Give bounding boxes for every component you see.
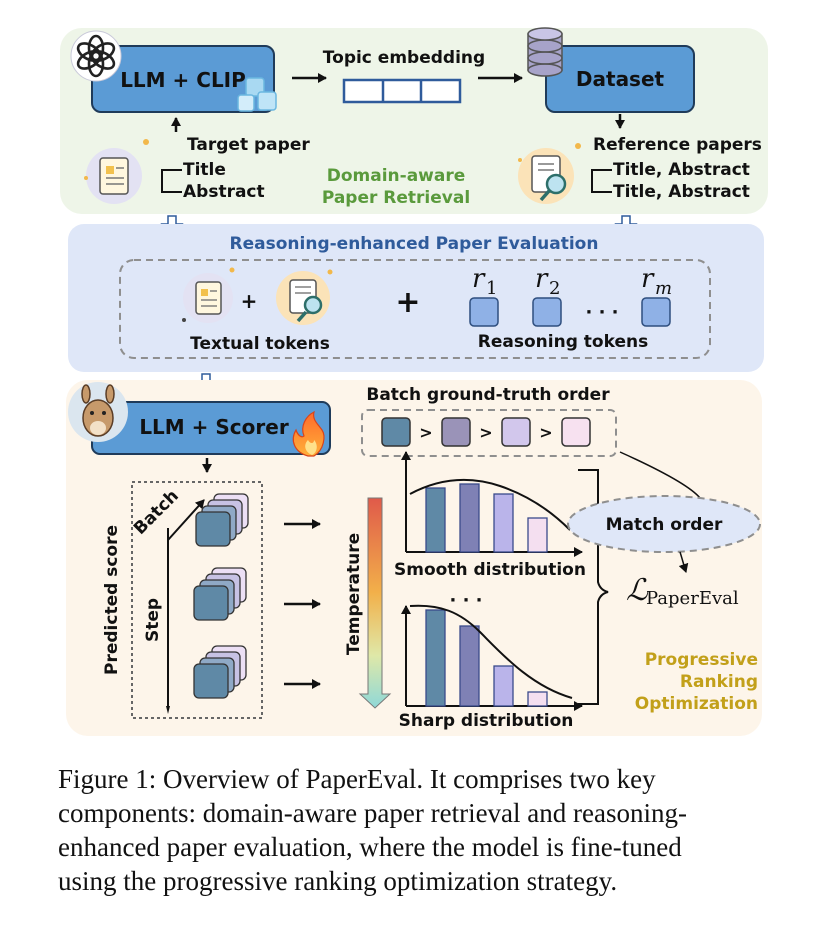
- arrow-match-to-loss: [678, 551, 689, 573]
- reasoning-token-1: [469, 297, 499, 327]
- caption-line-4: using the progressive ranking optimizati…: [58, 866, 618, 896]
- order-square-1: [381, 417, 411, 447]
- target-field-title: Title: [183, 160, 226, 180]
- llama-icon: [68, 382, 128, 442]
- ranking-module-title-line2: Ranking: [680, 672, 758, 692]
- database-icon: [527, 27, 563, 77]
- score-card: [193, 663, 229, 699]
- token-r1-subscript: 1: [486, 278, 497, 299]
- tokens-plus: +: [395, 285, 420, 320]
- evaluation-title: Reasoning-enhanced Paper Evaluation: [230, 234, 599, 254]
- dataset-label: Dataset: [576, 67, 665, 91]
- retrieval-module-title-line2: Paper Retrieval: [322, 188, 470, 208]
- tokens-ellipsis: · · ·: [585, 302, 618, 323]
- order-square-3: [501, 417, 531, 447]
- evaluation-token-frame: [119, 259, 711, 359]
- dist-bar-4: [527, 691, 548, 707]
- order-title: Batch ground-truth order: [366, 385, 610, 405]
- target-fields-bracket: [161, 169, 182, 193]
- retrieval-module-title-line1: Domain-aware: [327, 166, 466, 186]
- openai-logo-icon: [70, 30, 122, 82]
- target-field-abstract: Abstract: [183, 182, 265, 202]
- ranking-module-title-line1: Progressive: [645, 650, 758, 670]
- temperature-gradient-arrow: [358, 497, 392, 709]
- step-axis-arrowhead: [166, 706, 170, 714]
- dist-bar-3: [493, 493, 514, 553]
- sharp-distribution-label: Sharp distribution: [399, 711, 574, 731]
- match-order-ellipse: [567, 495, 761, 553]
- dist-curve: [409, 478, 571, 531]
- reference-field-1: Title, Abstract: [613, 160, 750, 180]
- dist-bar-1: [425, 487, 446, 553]
- topic-embedding-label: Topic embedding: [323, 48, 485, 68]
- dist-bar-1: [425, 609, 446, 707]
- target-document-icon-small: [182, 267, 235, 323]
- smooth-distribution-label: Smooth distribution: [394, 560, 586, 580]
- llm-scorer-label: LLM + Scorer: [139, 415, 289, 439]
- target-paper-label: Target paper: [187, 135, 310, 155]
- dist-bar-2: [459, 625, 480, 707]
- step-label: Step: [143, 598, 163, 642]
- score-card: [195, 511, 231, 547]
- reference-papers-label: Reference papers: [593, 135, 762, 155]
- match-order-label: Match order: [606, 515, 723, 535]
- order-square-4: [561, 417, 591, 447]
- dist-bar-2: [459, 483, 480, 553]
- distribution-ellipsis: · · ·: [449, 590, 482, 611]
- predicted-score-frame: [131, 481, 263, 719]
- order-separator: >: [419, 423, 432, 442]
- ranking-module-title-line3: Optimization: [635, 694, 758, 714]
- token-r1-symbol: r: [472, 264, 486, 294]
- caption-line-1: Figure 1: Overview of PaperEval. It comp…: [58, 764, 656, 794]
- target-document-icon: [84, 139, 149, 204]
- reasoning-tokens-label: Reasoning tokens: [478, 332, 648, 352]
- order-square-2: [441, 417, 471, 447]
- loss-subscript: PaperEval: [646, 588, 739, 609]
- reference-fields-bracket: [591, 169, 612, 193]
- score-card: [193, 585, 229, 621]
- dataset-box: [545, 45, 695, 113]
- order-separator: >: [479, 423, 492, 442]
- temperature-label: Temperature: [344, 533, 364, 655]
- overview-figure: LLM + CLIP Topic embedding Dataset: [60, 27, 768, 736]
- dist-curve: [409, 604, 573, 699]
- predicted-score-label: Predicted score: [102, 525, 122, 675]
- caption-line-2: components: domain-aware paper retrieval…: [58, 798, 687, 828]
- token-r2-subscript: 2: [549, 278, 560, 299]
- token-rm-subscript: m: [655, 278, 672, 299]
- smooth-distribution-chart: [401, 451, 583, 557]
- order-connector: [619, 451, 701, 499]
- order-separator: >: [539, 423, 552, 442]
- distribution-brace: [578, 469, 609, 705]
- llm-clip-label: LLM + CLIP: [120, 68, 246, 92]
- loss-symbol: ℒ: [626, 573, 649, 608]
- topic-embedding-vector: [342, 78, 462, 104]
- ice-cube-icon: [237, 77, 277, 112]
- batch-axis: [167, 499, 205, 541]
- figure-caption: Figure 1: Overview of PaperEval. It comp…: [58, 762, 774, 898]
- token-r2-symbol: r: [535, 264, 549, 294]
- dist-bar-4: [527, 517, 548, 553]
- reference-document-search-icon-small: [276, 269, 333, 325]
- fire-icon: [292, 410, 325, 457]
- textual-tokens-label: Textual tokens: [190, 334, 330, 354]
- reasoning-token-m: [641, 297, 671, 327]
- order-frame: [361, 409, 617, 457]
- reasoning-token-2: [532, 297, 562, 327]
- reference-field-2: Title, Abstract: [613, 182, 750, 202]
- caption-line-3: enhanced paper evaluation, where the mod…: [58, 832, 682, 862]
- score-stacks: [193, 493, 249, 699]
- dist-bar-3: [493, 665, 514, 707]
- sharp-distribution-chart: [401, 604, 583, 711]
- ground-truth-order: > > >: [381, 417, 591, 447]
- token-rm-symbol: r: [641, 264, 655, 294]
- reference-document-search-icon: [518, 143, 581, 204]
- textual-plus: +: [241, 289, 258, 313]
